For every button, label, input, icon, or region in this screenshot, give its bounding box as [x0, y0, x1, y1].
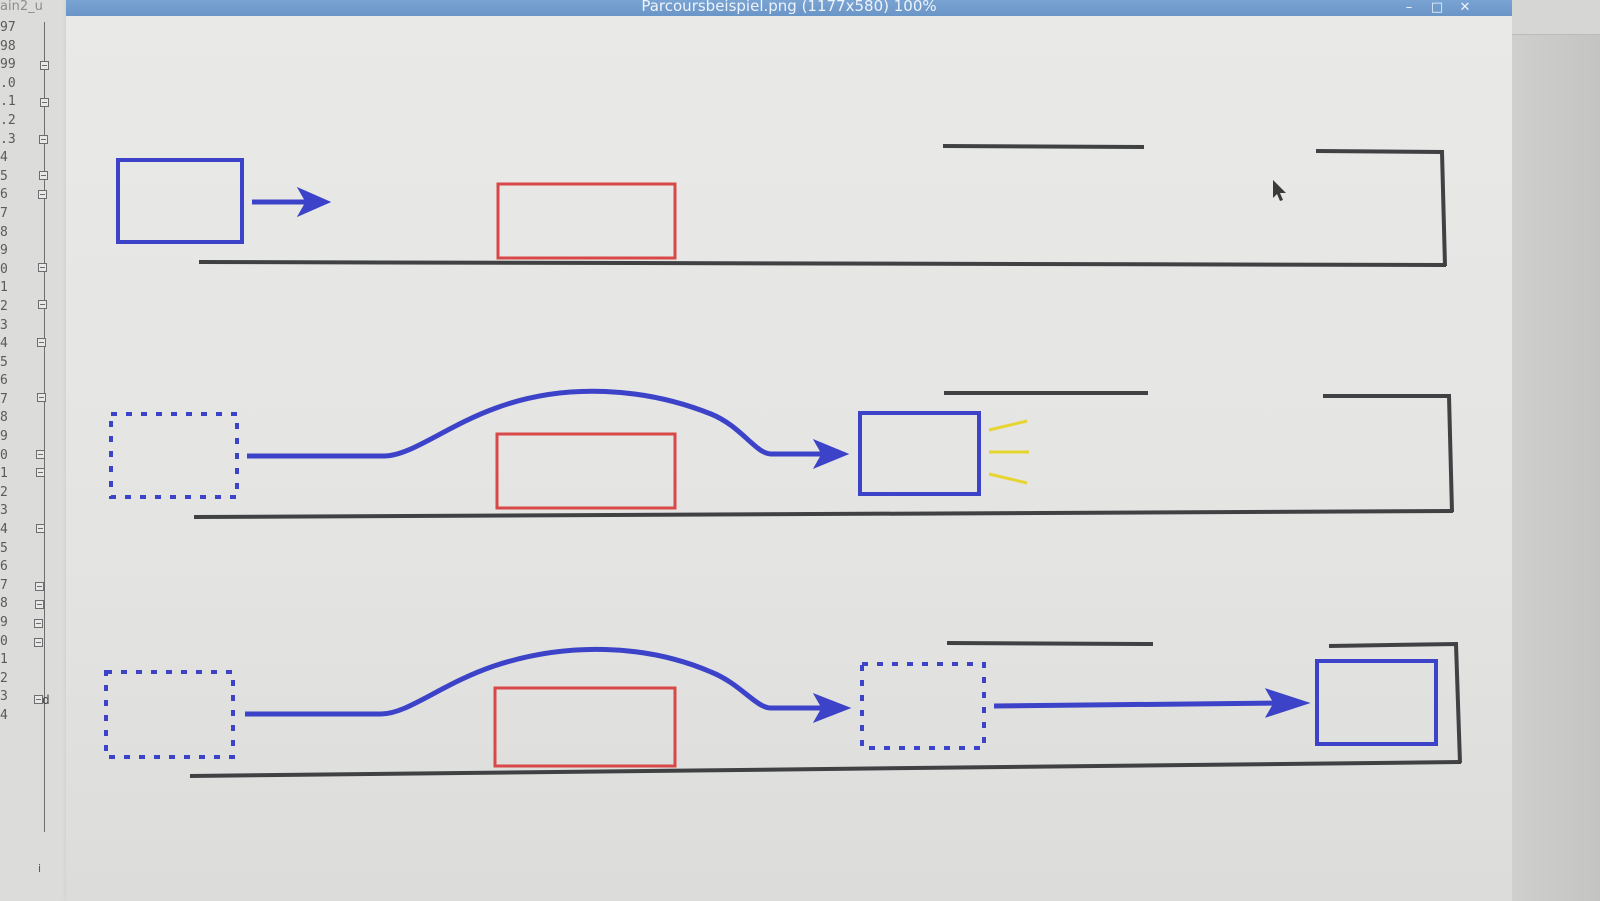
- robot-start-dashed: [109, 412, 239, 499]
- upper-wall-segment: [942, 144, 1145, 149]
- fold-toggle-icon[interactable]: [38, 190, 47, 199]
- code-editor-gutter: ain2_u 97 98 99 .0 .1 .2 .3 4 5 6 7 8 9 …: [0, 0, 67, 901]
- floor-wall: [198, 260, 1447, 267]
- robot-intermediate-dashed: [860, 662, 986, 750]
- robot-final-box: [1315, 659, 1438, 746]
- fold-toggle-icon[interactable]: [36, 450, 45, 459]
- arrow-right-icon: [252, 186, 332, 218]
- arrow-right-icon: [812, 438, 850, 470]
- scenario-row-1: [116, 144, 1447, 267]
- close-button[interactable]: ✕: [1459, 0, 1471, 15]
- minimize-button[interactable]: –: [1405, 0, 1413, 15]
- fold-toggle-icon[interactable]: [34, 619, 43, 628]
- fold-toggle-icon[interactable]: [36, 524, 45, 533]
- arrow-right-icon: [1264, 688, 1311, 718]
- gutter-bottom-text: i: [38, 862, 42, 875]
- background-desktop-region: [1512, 0, 1600, 901]
- obstacle-box: [493, 686, 677, 768]
- image-viewer-window: Parcoursbeispiel.png (1177x580) 100% – □…: [66, 0, 1512, 901]
- editor-tab-title[interactable]: ain2_u: [0, 0, 43, 14]
- sensor-rays-icon: [988, 419, 1029, 485]
- detour-path: [245, 646, 828, 717]
- window-titlebar[interactable]: Parcoursbeispiel.png (1177x580) 100% – □…: [66, 0, 1512, 16]
- line-numbers: 97 98 99 .0 .1 .2 .3 4 5 6 7 8 9 0 1 2 3…: [0, 20, 16, 723]
- robot-start-dashed: [104, 670, 235, 759]
- floor-wall: [189, 760, 1462, 778]
- fold-toggle-icon[interactable]: [34, 638, 43, 647]
- background-window-strip: [1512, 0, 1600, 35]
- fold-toggle-icon[interactable]: [37, 393, 46, 402]
- maximize-button[interactable]: □: [1430, 0, 1444, 15]
- obstacle-box: [496, 182, 677, 260]
- fold-toggle-icon[interactable]: [36, 468, 45, 477]
- fold-toggle-icon[interactable]: [37, 338, 46, 347]
- parcours-diagram: [104, 144, 1462, 778]
- fold-toggle-icon[interactable]: [34, 695, 43, 704]
- floor-wall: [193, 509, 1454, 519]
- robot-box: [116, 158, 244, 244]
- fold-toggle-icon[interactable]: [38, 300, 47, 309]
- fold-guide-line: [44, 22, 45, 832]
- fold-toggle-icon[interactable]: [40, 98, 49, 107]
- detour-path: [247, 388, 828, 459]
- image-canvas[interactable]: [66, 16, 1512, 901]
- fold-toggle-icon[interactable]: [40, 61, 49, 70]
- end-bracket-wall: [1328, 641, 1462, 764]
- arrow-right-icon: [812, 693, 852, 723]
- scenario-row-3: [104, 641, 1462, 778]
- end-bracket-wall: [1323, 394, 1454, 513]
- fold-toggle-icon[interactable]: [39, 171, 48, 180]
- window-title: Parcoursbeispiel.png (1177x580) 100%: [641, 0, 937, 15]
- end-bracket-wall: [1315, 149, 1447, 267]
- fold-toggle-icon[interactable]: [35, 582, 44, 591]
- fold-toggle-icon[interactable]: [39, 135, 48, 144]
- fold-toggle-icon[interactable]: [35, 600, 44, 609]
- robot-box: [858, 411, 981, 496]
- mouse-cursor-icon: [1273, 180, 1286, 201]
- straight-path: [993, 700, 1282, 709]
- fold-marker-text: d: [42, 693, 50, 707]
- fold-toggle-icon[interactable]: [38, 263, 47, 272]
- obstacle-box: [495, 432, 677, 510]
- upper-wall-segment: [946, 641, 1154, 646]
- scenario-row-2: [109, 388, 1454, 519]
